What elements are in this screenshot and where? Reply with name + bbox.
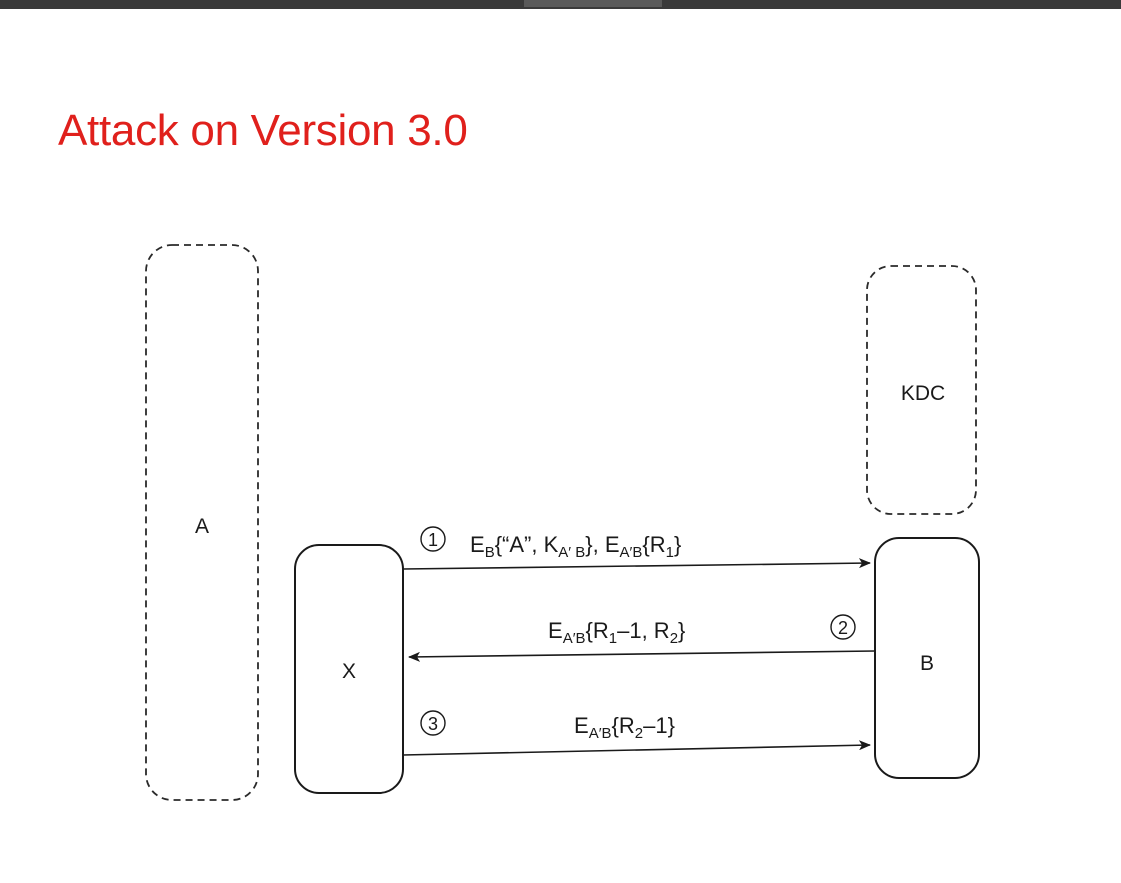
message-3-label: EA′B{R2–1} <box>574 713 675 742</box>
window-tab[interactable] <box>524 0 662 7</box>
message-3-number: 3 <box>428 714 438 734</box>
message-2-label: EA′B{R1–1, R2} <box>548 618 685 647</box>
message-2-number: 2 <box>838 618 848 638</box>
participant-b-box <box>874 537 980 779</box>
message-3-number-circle <box>420 710 446 736</box>
message-2-arrow <box>408 650 876 662</box>
message-2-number-circle <box>830 614 856 640</box>
participant-x-box <box>294 544 404 794</box>
slide-title: Attack on Version 3.0 <box>58 106 468 155</box>
participant-a-label: A <box>195 515 209 538</box>
participant-kdc: KDC <box>866 265 977 515</box>
message-3-arrow <box>402 740 871 756</box>
participant-b: B <box>874 537 980 779</box>
message-3: 3 EA′B{R2–1} <box>402 710 871 756</box>
participant-a-box <box>145 244 259 801</box>
message-1-number: 1 <box>428 530 438 550</box>
participant-kdc-label: KDC <box>901 382 945 405</box>
window-top-bar <box>0 0 1121 9</box>
participant-x-label: X <box>342 660 356 683</box>
participant-kdc-box <box>866 265 977 515</box>
message-1: 1 EB{“A”, KA′ B}, EA′B{R1} <box>402 526 871 570</box>
participant-x: X <box>294 544 404 794</box>
participant-b-label: B <box>920 652 934 675</box>
message-2: 2 EA′B{R1–1, R2} <box>408 614 876 662</box>
message-1-number-circle <box>420 526 446 552</box>
participant-a: A <box>145 244 259 801</box>
message-1-label: EB{“A”, KA′ B}, EA′B{R1} <box>470 532 681 561</box>
message-1-arrow <box>402 558 871 570</box>
